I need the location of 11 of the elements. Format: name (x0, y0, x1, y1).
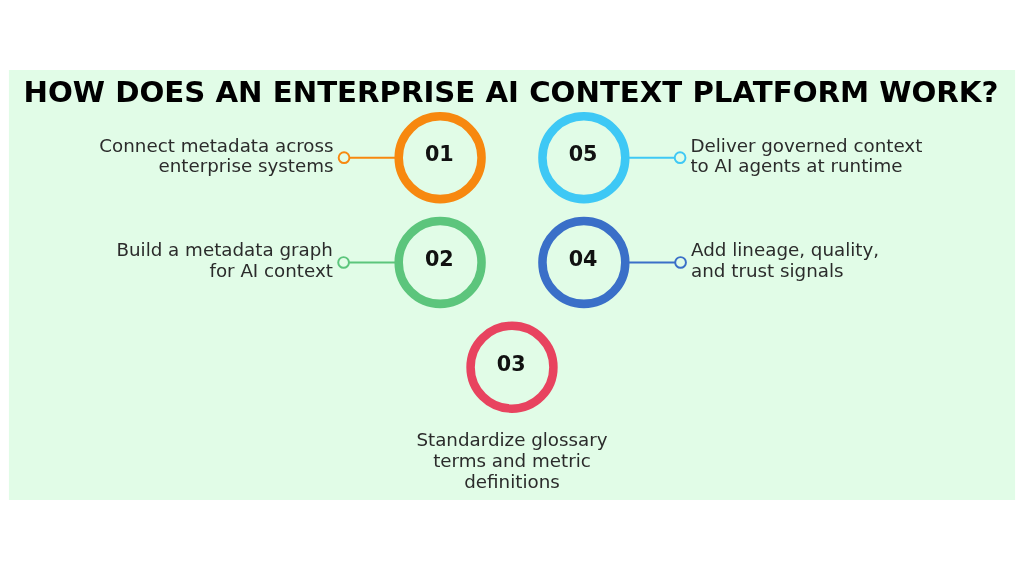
node-text: Build a metadata graph for AI context (116, 238, 333, 281)
node-text: Connect metadata across enterprise systems (99, 134, 334, 176)
node-circle: 03 (466, 321, 558, 413)
node-circle: 04 (538, 216, 630, 308)
node-circle: 01 (394, 111, 486, 203)
node-text: Deliver governed context to AI agents at runtime (690, 134, 923, 176)
diagram-title: HOW DOES AN ENTERPRISE AI CONTEXT PLATFORM WORK? (23, 74, 999, 109)
node-label: Standardize glossary terms and metric definitions (416, 428, 608, 492)
node-circle: 05 (538, 111, 630, 203)
node-text: Add lineage, quality, and trust signals (691, 238, 880, 281)
node-circle: 02 (394, 216, 486, 308)
